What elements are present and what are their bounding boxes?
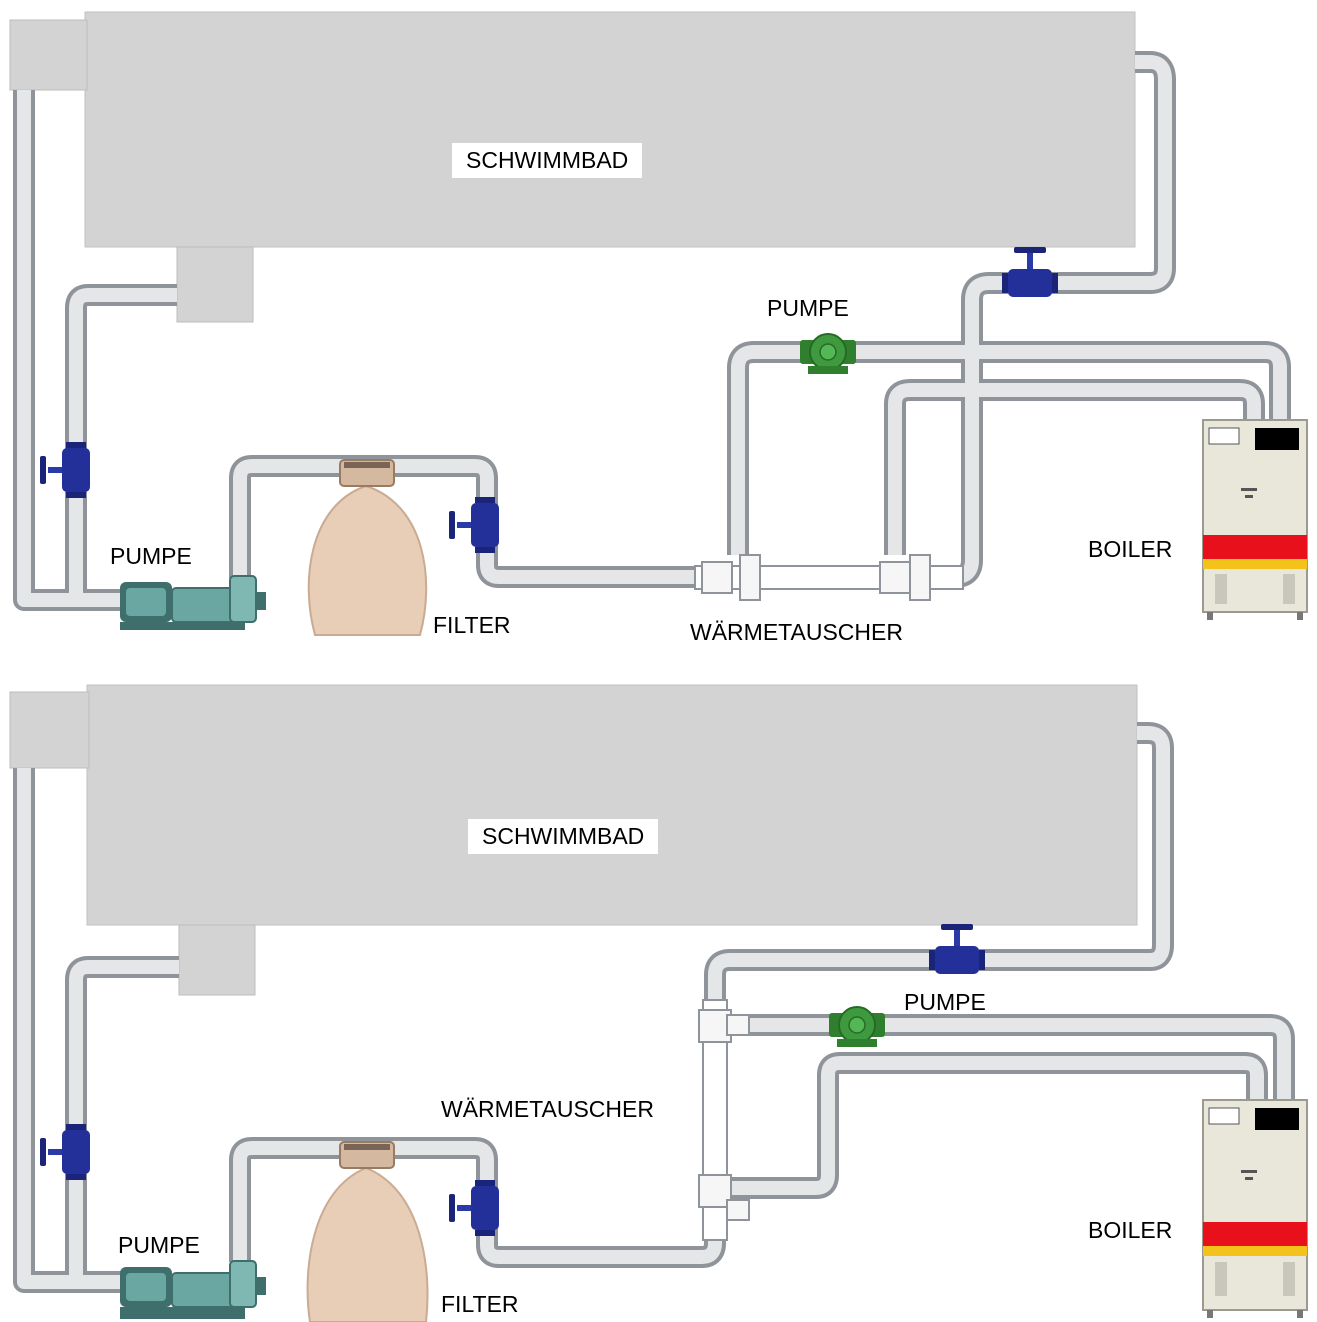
filter-label: FILTER — [441, 1291, 519, 1317]
skimmer-box — [176, 246, 254, 323]
pool-basin — [84, 11, 1136, 248]
diagram-top — [9, 11, 1308, 636]
boiler-label: BOILER — [1088, 536, 1173, 562]
pump-label: PUMPE — [110, 543, 192, 569]
valve-icon — [40, 442, 90, 498]
overflow-box — [9, 691, 90, 769]
valve-icon — [449, 1180, 499, 1236]
boiler-label: BOILER — [1088, 1217, 1173, 1243]
boiler-icon — [1202, 419, 1308, 620]
overflow-box — [9, 19, 88, 91]
heat-exchanger-label: WÄRMETAUSCHER — [690, 619, 903, 645]
pump-label: PUMPE — [118, 1232, 200, 1258]
heat-exchanger-icon — [694, 554, 964, 601]
pipe-network-fill — [17, 726, 1291, 1289]
diagram-bottom — [9, 684, 1308, 1322]
main-pump-icon — [120, 575, 266, 630]
main-pump-icon — [120, 1260, 266, 1319]
pool-basin — [86, 684, 1138, 926]
pool-label: SCHWIMMBAD — [468, 819, 659, 854]
boiler-icon — [1202, 1099, 1308, 1318]
heat-exchanger-icon — [698, 999, 750, 1241]
valve-icon — [449, 497, 499, 553]
circulation-pump-icon — [829, 1006, 885, 1047]
skimmer-box — [178, 924, 256, 996]
filter-label: FILTER — [433, 612, 511, 638]
filter-tank-icon — [307, 459, 428, 636]
pipe-network-fill — [17, 55, 1287, 607]
circulation-pump-icon — [800, 333, 856, 374]
circulation-pump-label: PUMPE — [904, 989, 986, 1015]
filter-tank-icon — [306, 1141, 429, 1322]
circulation-pump-label: PUMPE — [767, 295, 849, 321]
heat-exchanger-label: WÄRMETAUSCHER — [441, 1096, 654, 1122]
valve-icon — [40, 1124, 90, 1180]
pool-label: SCHWIMMBAD — [452, 143, 643, 178]
valve-icon — [1002, 247, 1058, 297]
valve-icon — [929, 924, 985, 974]
